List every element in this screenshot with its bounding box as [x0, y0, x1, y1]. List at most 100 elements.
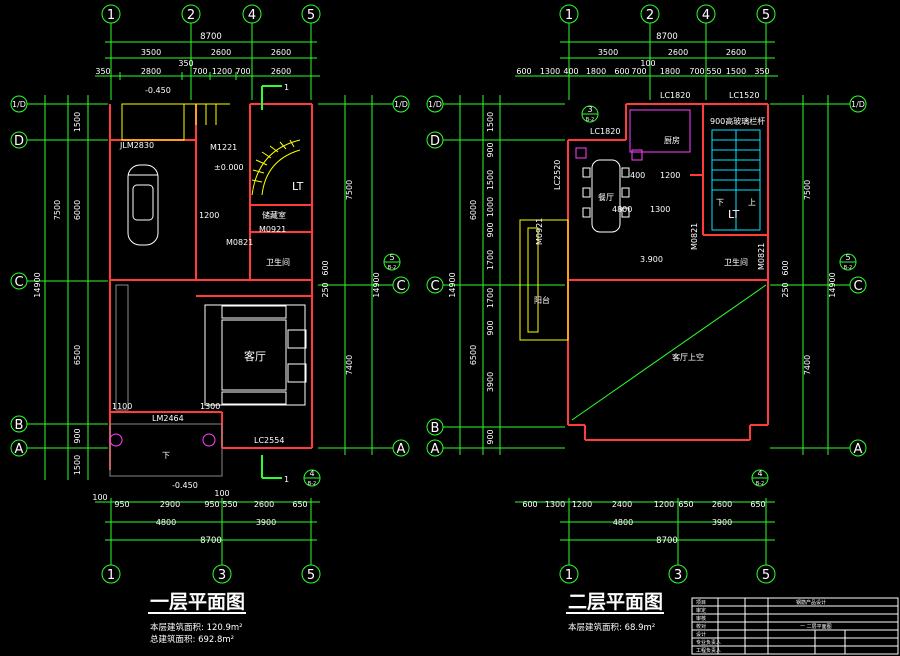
- section2-3-sub: B-2: [586, 117, 594, 123]
- right-row-axes-2: [770, 95, 867, 457]
- top2-dim2-1: 600: [516, 67, 531, 76]
- left2-outer-3: 14900: [448, 272, 457, 297]
- left-row-axes: [10, 95, 108, 480]
- left-dim-1: 1500: [73, 112, 82, 132]
- tag-lc1820-left: LC1820: [590, 127, 620, 136]
- left2-dim-5: 900: [486, 222, 495, 237]
- bottom-dim-2: 950: [114, 500, 129, 509]
- dining-table-icon: [582, 159, 630, 233]
- staircase-icon-2: [711, 129, 761, 231]
- bottom2-dim-5: 1200: [654, 500, 674, 509]
- bottom2-axis-5: 5: [762, 568, 770, 583]
- row2-axis-1D: 1/D: [428, 100, 442, 109]
- right2-axis-1D: 1/D: [851, 100, 865, 109]
- top2-dim2-8: 1800: [660, 67, 680, 76]
- right-dim-1: 7500: [345, 180, 354, 200]
- top-total-dim: 8700: [200, 32, 222, 42]
- tag-jlm2830: JLM2830: [119, 141, 154, 150]
- tb-row-4: 校对: [696, 623, 706, 630]
- bottom-dim-6: 100: [214, 489, 229, 498]
- room-lt: LT: [292, 180, 304, 193]
- section2-5-sub: B-2: [844, 265, 852, 271]
- bottom2-axis-1: 1: [565, 568, 573, 583]
- row2-axis-C: C: [430, 279, 439, 294]
- tb-project: 钢筋产品设计: [796, 599, 826, 606]
- left2-dim-10: 900: [486, 429, 495, 444]
- dim-400: 400: [630, 171, 645, 180]
- room-bath-2: 卫生间: [724, 257, 748, 267]
- mark-1200: 1200: [199, 211, 219, 220]
- bottom2-dim-2: 1300: [545, 500, 565, 509]
- top-dim2-3: 350: [178, 59, 193, 68]
- top-dimension-lines: [95, 23, 320, 100]
- bottom-dim2-1: 4800: [156, 518, 176, 527]
- bottom-axis-5: 5: [307, 568, 315, 583]
- right2-mid-2: 250: [781, 282, 790, 297]
- tag-lc2554: LC2554: [254, 436, 284, 445]
- section2-4-sub: B-2: [756, 481, 764, 487]
- top-dim2-7: 2600: [271, 67, 291, 76]
- top-total-dim-2: 8700: [656, 32, 678, 42]
- row-axis-A: A: [15, 442, 24, 457]
- left2-dim-7: 1700: [486, 288, 495, 308]
- left2-dim-2: 900: [486, 142, 495, 157]
- car-icon: [127, 164, 159, 246]
- tag-lc2520: LC2520: [553, 160, 562, 190]
- top2-dim-1: 3500: [598, 48, 618, 57]
- room-balcony: 阳台: [534, 295, 550, 305]
- section2-3-num: 3: [587, 105, 592, 114]
- section-1-top: 1: [284, 83, 289, 92]
- left-dim-5: 1500: [73, 455, 82, 475]
- tb-row-6: 专业负责人: [696, 639, 721, 646]
- right-axis-1D: 1/D: [394, 100, 408, 109]
- bottom2-dim-6: 650: [678, 500, 693, 509]
- row-axis-B: B: [15, 418, 24, 433]
- right-dim-2: 14900: [372, 272, 381, 297]
- bottom-axis-1: 1: [107, 568, 115, 583]
- room-dining: 餐厅: [598, 193, 614, 202]
- left-dim-2: 6000: [73, 200, 82, 220]
- right-axis-A: A: [397, 442, 406, 457]
- kitchen-fixtures: [575, 109, 691, 161]
- left2-dim-3: 1500: [486, 170, 495, 190]
- bottom2-dim-4: 2400: [612, 500, 632, 509]
- area-line-2: 总建筑面积: 692.8m²: [150, 634, 234, 645]
- bottom2-total: 8700: [656, 536, 678, 546]
- bottom2-dim-1: 600: [522, 500, 537, 509]
- dim-1200-2: 1200: [660, 171, 680, 180]
- sofa-set-icon: [204, 304, 307, 406]
- top2-dim2-10: 550: [706, 67, 721, 76]
- tb-drawing: 一 二层平面图: [800, 624, 832, 630]
- left-dim-4: 900: [73, 428, 82, 443]
- left2-dim-1: 1500: [486, 112, 495, 132]
- axis-5-label: 5: [307, 8, 315, 23]
- mark-minus0450-bottom: -0.450: [172, 481, 198, 490]
- section-tag-5-2: [839, 253, 857, 271]
- tag-m0921: M0921: [259, 225, 286, 234]
- top-dim-2: 2600: [211, 48, 231, 57]
- tag-m1221: M1221: [210, 143, 237, 152]
- right-row-axes: [318, 95, 410, 457]
- wall-hatch: [109, 284, 223, 477]
- bottom-dim-8: 650: [292, 500, 307, 509]
- section-1-bottom: 1: [284, 475, 289, 484]
- tag-glass-rail: 900高玻璃栏杆: [710, 116, 765, 126]
- section-4-sub: B-2: [308, 481, 316, 487]
- bottom2-axis-3: 3: [674, 568, 682, 583]
- right2-mid-1: 600: [781, 260, 790, 275]
- room-living: 客厅: [244, 349, 266, 363]
- top-dim2-4: 700: [192, 67, 207, 76]
- left2-dim-4: 1000: [486, 197, 495, 217]
- right-mid-2: 250: [321, 282, 330, 297]
- row-axis-1D: 1/D: [12, 100, 26, 109]
- plan-title-2: 二层平面图: [568, 591, 663, 613]
- left2-outer-1: 6000: [469, 200, 478, 220]
- axis2-2-label: 2: [646, 8, 654, 23]
- top2-dim2-11: 1500: [726, 67, 746, 76]
- top2-dim2-3: 400: [563, 67, 578, 76]
- tb-row-3: 审核: [696, 615, 706, 622]
- top-axis-bubbles: [101, 4, 321, 24]
- left-outer-2: 14900: [33, 272, 42, 297]
- top-dim2-1: 350: [95, 67, 110, 76]
- top-dimension-lines-2: [515, 23, 778, 100]
